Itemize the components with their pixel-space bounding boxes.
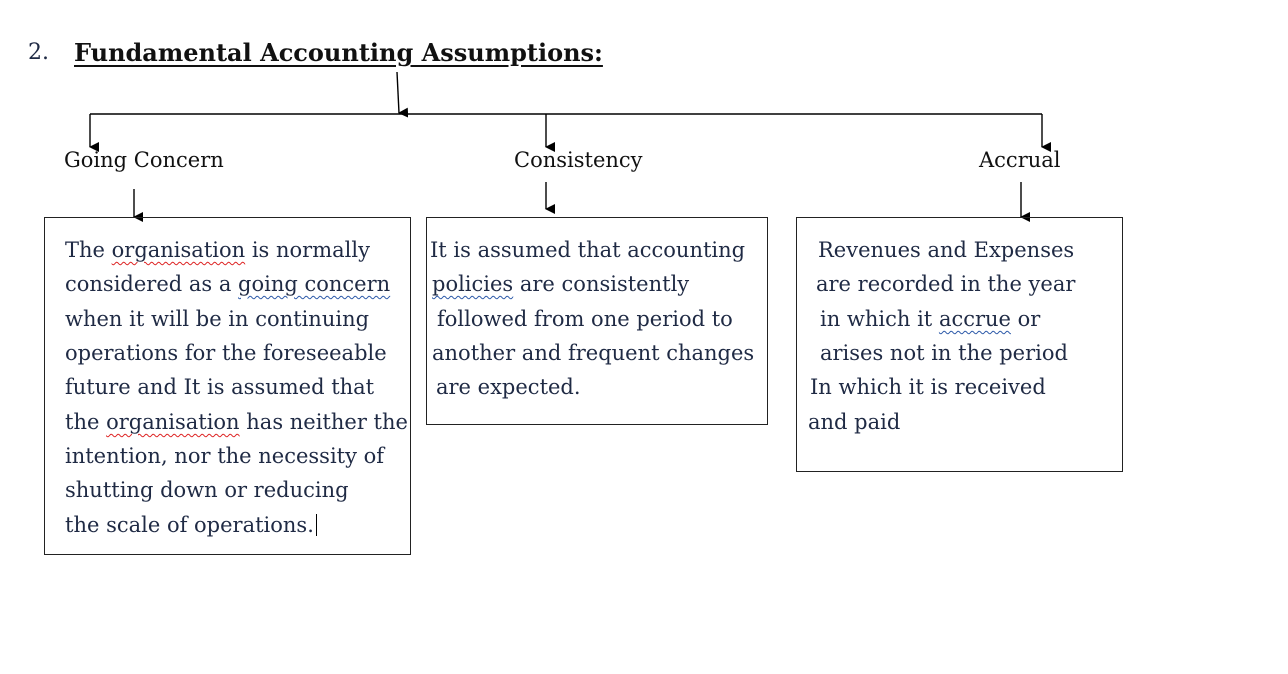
text-line: the organisation has neither the (65, 410, 408, 434)
text-segment: has neither the (239, 410, 408, 434)
text-segment: The (65, 238, 112, 262)
heading-number: 2. (28, 40, 49, 65)
spellcheck-flagged-word: policies (432, 272, 514, 296)
going-concern-box (44, 217, 411, 555)
consistency-box (426, 217, 768, 425)
text-segment: and paid (808, 410, 901, 434)
text-segment: is normally (245, 238, 370, 262)
text-segment: arises not in the period (820, 341, 1068, 365)
text-line: another and frequent changes (432, 341, 754, 365)
accrual-box (796, 217, 1123, 472)
text-segment: Revenues and Expenses (818, 238, 1075, 262)
text-line: future and It is assumed that (65, 375, 374, 399)
text-line: when it will be in continuing (65, 307, 369, 331)
text-segment: operations for the foreseeable (65, 341, 387, 365)
text-segment: It is assumed that accounting (430, 238, 746, 262)
text-segment: are consistently (513, 272, 690, 296)
text-segment: or (1010, 307, 1041, 331)
text-line: Revenues and Expenses (818, 238, 1074, 262)
text-line: are expected. (436, 375, 581, 399)
text-segment: the scale of operations. (65, 513, 314, 537)
text-segment: another and frequent changes (432, 341, 755, 365)
spellcheck-flagged-word: organisation (111, 238, 246, 262)
text-segment: considered as a (65, 272, 239, 296)
text-segment: future and It is assumed that (65, 375, 375, 399)
text-cursor (315, 514, 317, 536)
text-segment: in which it (820, 307, 939, 331)
text-line: arises not in the period (820, 341, 1068, 365)
text-segment: In which it is received (810, 375, 1046, 399)
text-line: intention, nor the necessity of (65, 444, 384, 468)
text-line: the scale of operations. (65, 513, 317, 537)
arrow-title-to-bus (396, 71, 409, 118)
text-line: In which it is received (810, 375, 1046, 399)
text-segment: are expected. (436, 375, 581, 399)
spellcheck-flagged-word: accrue (938, 307, 1011, 331)
text-segment: shutting down or reducing (65, 478, 349, 502)
text-line: in which it accrue or (820, 307, 1040, 331)
spellcheck-flagged-word: going concern (238, 272, 391, 296)
text-line: operations for the foreseeable (65, 341, 387, 365)
text-line: shutting down or reducing (65, 478, 349, 502)
branch-label-going-concern: Going Concern (64, 148, 224, 172)
text-segment: intention, nor the necessity of (65, 444, 385, 468)
branch-label-accrual: Accrual (979, 148, 1061, 172)
text-line: and paid (808, 410, 900, 434)
text-line: The organisation is normally (65, 238, 370, 262)
text-segment: when it will be in continuing (65, 307, 370, 331)
text-segment: are recorded in the year (816, 272, 1076, 296)
page-title: Fundamental Accounting Assumptions: (74, 38, 603, 67)
spellcheck-flagged-word: organisation (106, 410, 240, 434)
text-line: policies are consistently (432, 272, 689, 296)
text-line: It is assumed that accounting (430, 238, 745, 262)
text-line: are recorded in the year (816, 272, 1075, 296)
text-segment: the (65, 410, 107, 434)
text-line: followed from one period to (437, 307, 733, 331)
text-line: considered as a going concern (65, 272, 390, 296)
branch-label-consistency: Consistency (514, 148, 643, 172)
text-segment: followed from one period to (437, 307, 733, 331)
